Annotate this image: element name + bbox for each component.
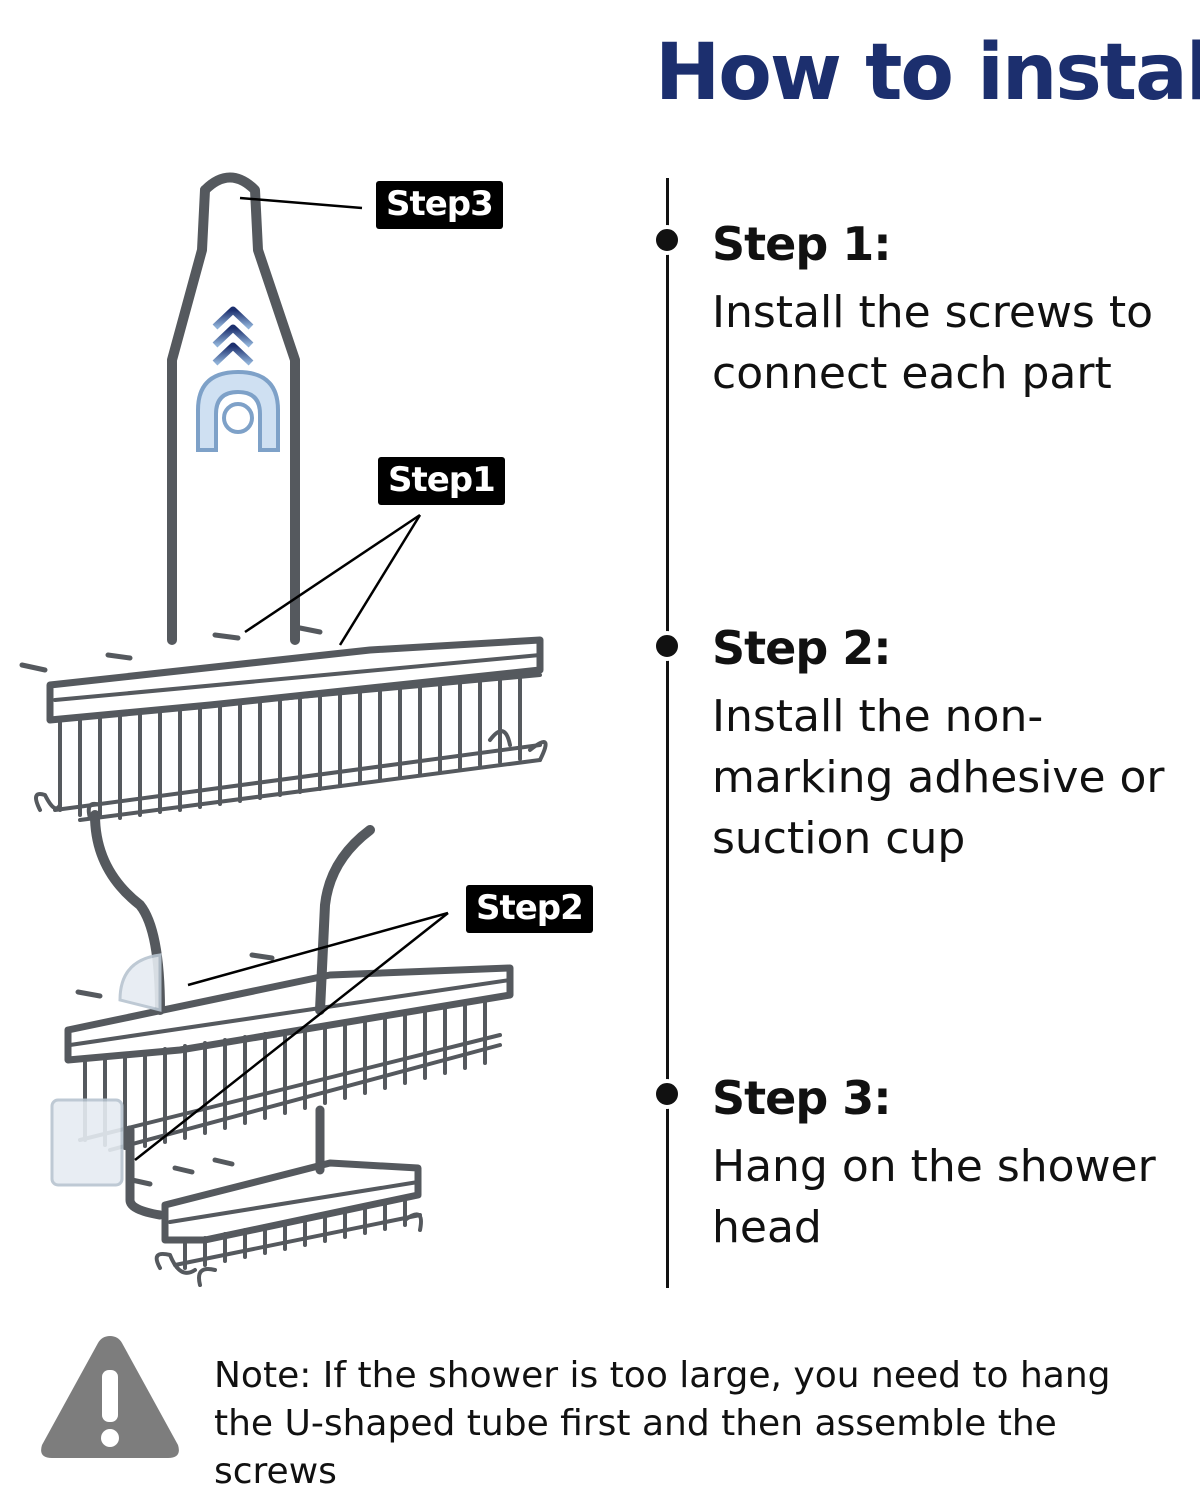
step-3: Step 3: Hang on the shower head — [712, 1070, 1182, 1258]
step-2-text: Install the non-marking adhesive or suct… — [712, 691, 1165, 864]
callout-step3: Step3 — [376, 181, 503, 229]
step-3-title: Step 3: — [712, 1071, 892, 1125]
step-2: Step 2: Install the non-marking adhesive… — [712, 620, 1182, 869]
callout-step1: Step1 — [378, 457, 505, 505]
step-3-text: Hang on the shower head — [712, 1141, 1156, 1253]
timeline-dot-2 — [652, 631, 682, 661]
callout-step2: Step2 — [466, 885, 593, 933]
page-title: How to install — [655, 28, 1200, 118]
step-1: Step 1: Install the screws to connect ea… — [712, 216, 1182, 404]
shower-caddy-illustration — [19, 172, 548, 1287]
step-1-text: Install the screws to connect each part — [712, 287, 1154, 399]
step-1-title: Step 1: — [712, 217, 892, 271]
timeline-line — [666, 178, 669, 1288]
step-2-title: Step 2: — [712, 621, 892, 675]
note-text: Note: If the shower is too large, you ne… — [214, 1355, 1111, 1492]
timeline-dot-3 — [652, 1079, 682, 1109]
timeline-dot-1 — [652, 225, 682, 255]
warning-icon — [41, 1336, 179, 1458]
